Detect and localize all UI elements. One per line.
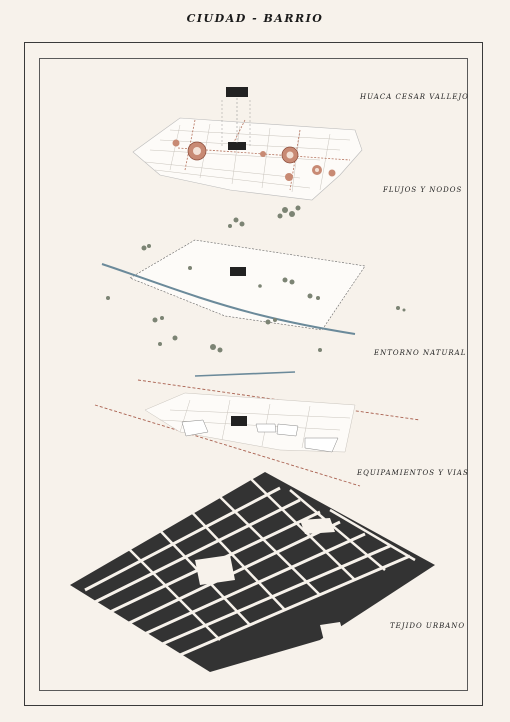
tree-clusters-upper [141, 205, 301, 251]
label-entorno: ENTORNO NATURAL [374, 349, 467, 357]
node-circles [172, 139, 336, 181]
layer-tejido-urbano [70, 472, 435, 672]
layer-equipamientos-vias [94, 379, 421, 487]
sheet-title: CIUDAD - BARRIO [186, 12, 324, 25]
label-equipamientos: EQUIPAMIENTOS Y VIAS [357, 469, 469, 477]
huaca-block [226, 87, 248, 97]
outer-frame [24, 42, 483, 706]
label-tejido: TEJIDO URBANO [390, 622, 466, 630]
layer-entorno-natural [101, 239, 406, 377]
label-flujos: FLUJOS Y NODOS [383, 186, 463, 194]
layer-flujos-nodos [132, 87, 363, 201]
inner-frame [39, 58, 468, 691]
label-huaca: HUACA CESAR VALLEJO [360, 93, 469, 101]
